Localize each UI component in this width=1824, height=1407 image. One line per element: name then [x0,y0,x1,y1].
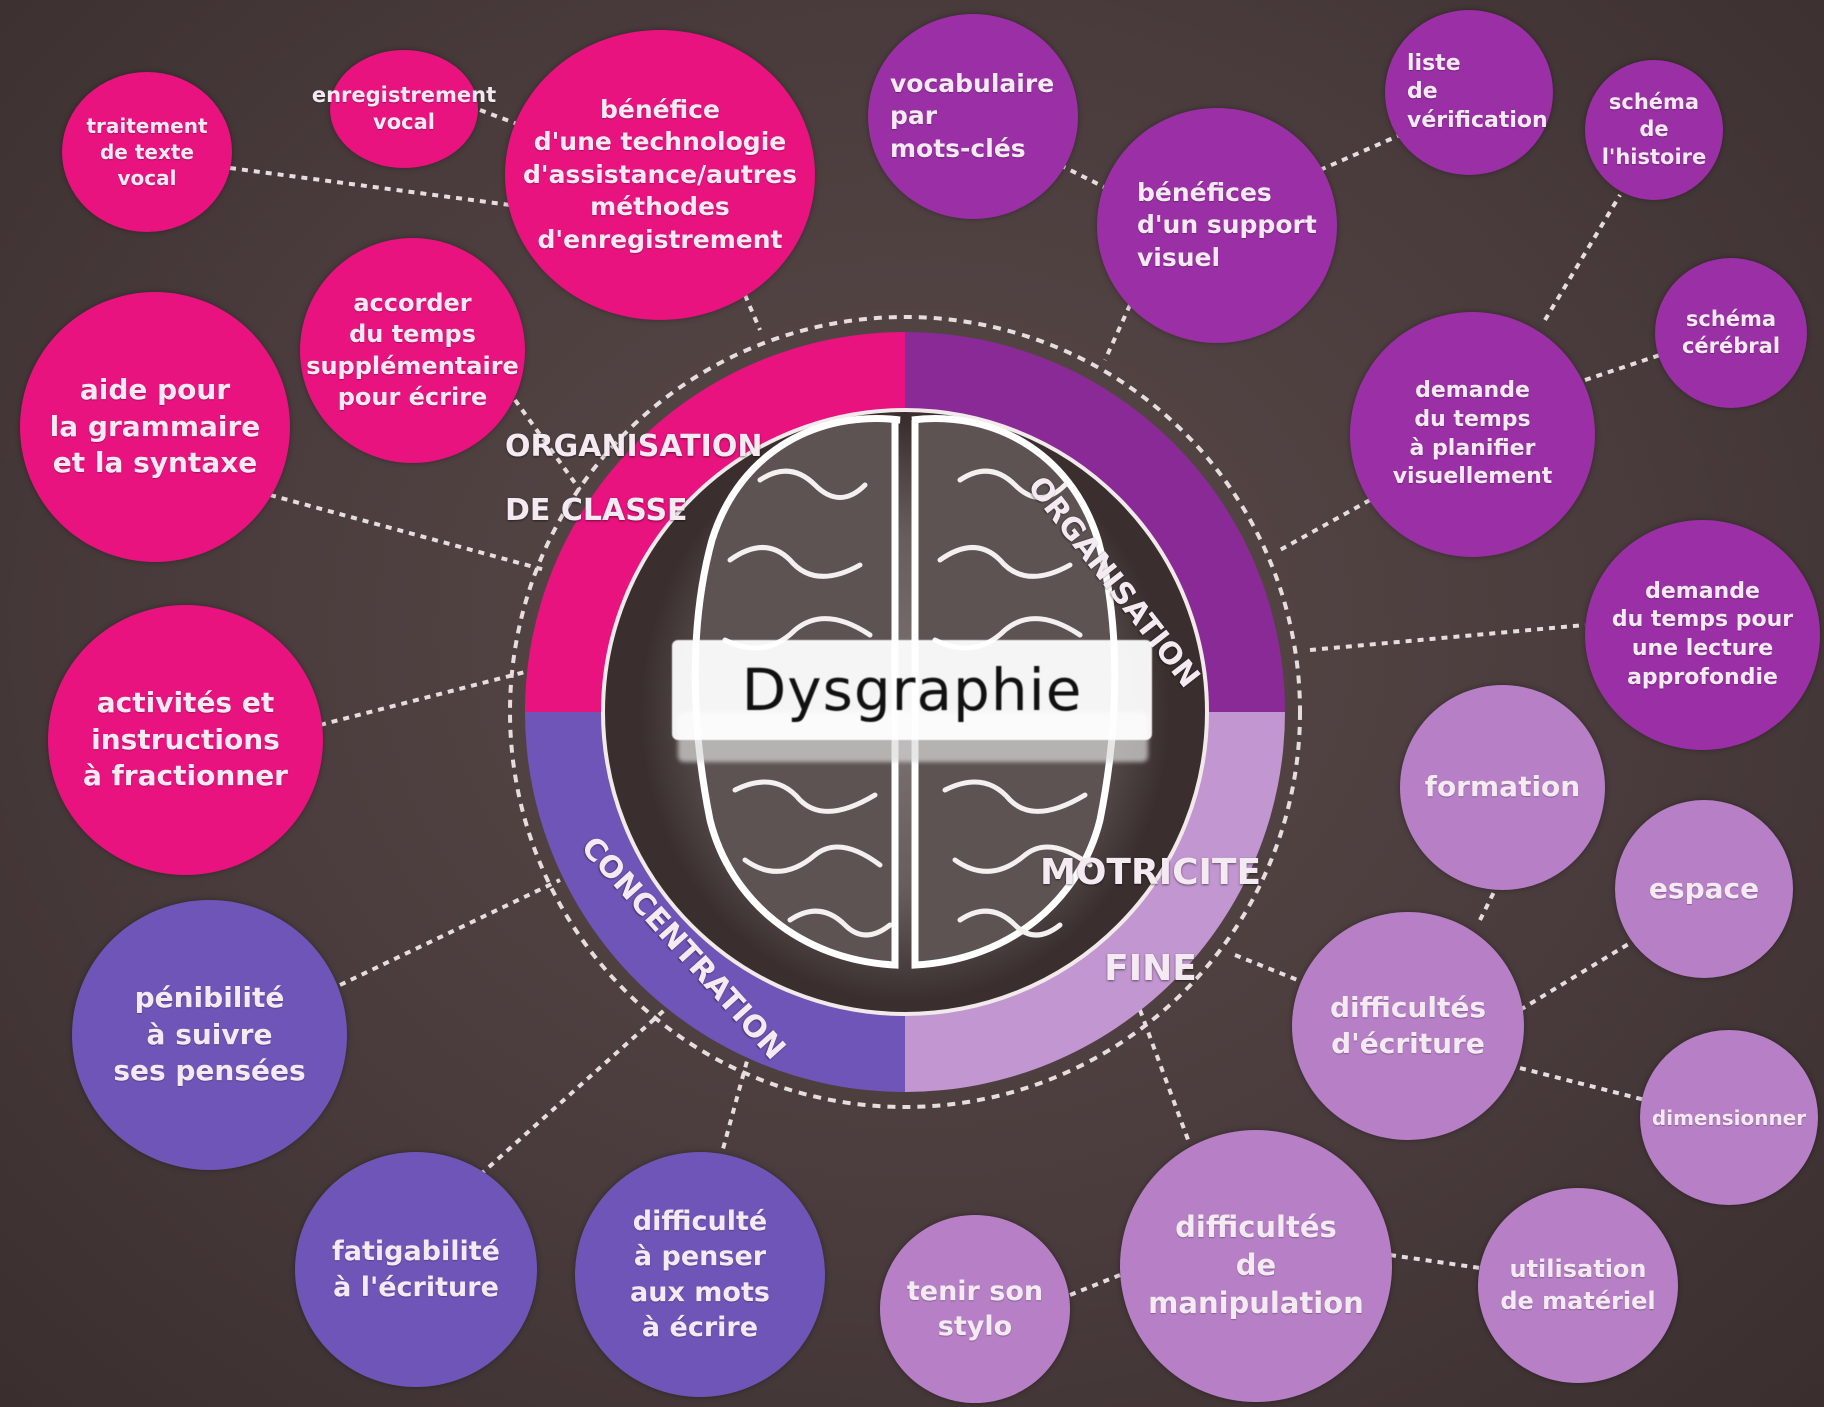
connector [319,670,526,727]
node-utilisation-materiel: utilisation de matériel [1478,1188,1678,1383]
connector [1069,1273,1121,1297]
node-accorder-temps: accorder du temps supplémentaire pour éc… [300,238,525,463]
connector [743,294,762,331]
connector [1518,938,1637,1012]
node-enregistrement-vocal: enregistrement vocal [312,50,496,168]
node-liste-verification: liste de vérification [1385,10,1553,175]
node-dimensionner: dimensionner [1640,1030,1818,1205]
connector [1138,1009,1192,1146]
connector [1319,133,1401,172]
outer-dashed-ring [508,315,1302,1109]
connector [1389,1253,1481,1270]
node-difficultes-ecriture: difficultés d'écriture [1292,912,1524,1140]
node-benefices-support: bénéfices d'un support visuel [1097,108,1337,343]
connector [1234,953,1311,987]
node-formation: formation [1400,685,1605,890]
diagram-title: Dysgraphie [741,656,1083,724]
section-label-motricite: MOTRICITE FINE [1040,852,1262,989]
node-vocabulaire: vocabulaire par mots-clés [868,14,1078,219]
node-activites-instructions: activités et instructions à fractionner [48,605,323,875]
node-schema-histoire: schéma de l'histoire [1585,60,1723,200]
node-penibilite: pénibilité à suivre ses pensées [72,900,347,1170]
node-espace: espace [1615,800,1793,978]
section-label-classe: ORGANISATION DE CLASSE [505,429,763,528]
connector [1309,623,1586,652]
node-fatigabilite: fatigabilité à l'écriture [295,1152,537,1387]
connector [339,878,561,987]
connector [229,166,511,207]
node-demande-lecture: demande du temps pour une lecture approf… [1585,520,1820,750]
connector [269,493,546,572]
connector [1059,163,1111,192]
node-schema-cerebral: schéma cérébral [1655,258,1807,408]
connector [478,1003,672,1177]
node-benefice-technologie: bénéfice d'une technologie d'assistance/… [505,30,815,320]
node-tenir-stylo: tenir son stylo [880,1215,1070,1403]
connector-lines [229,108,1661,1297]
connector [1279,498,1371,552]
connector [1584,353,1661,382]
node-difficultes-manipulation: difficultés de manipulation [1120,1130,1392,1402]
node-demande-planifier: demande du temps à planifier visuellemen… [1350,312,1595,557]
node-difficulte-penser: difficulté à penser aux mots à écrire [575,1152,825,1397]
node-aide-grammaire: aide pour la grammaire et la syntaxe [20,292,290,562]
node-traitement-texte-vocal: traitement de texte vocal [62,72,232,232]
connector [1543,193,1622,322]
connector [1519,1066,1646,1102]
title-band: Dysgraphie [672,640,1152,740]
connector [1103,304,1132,361]
